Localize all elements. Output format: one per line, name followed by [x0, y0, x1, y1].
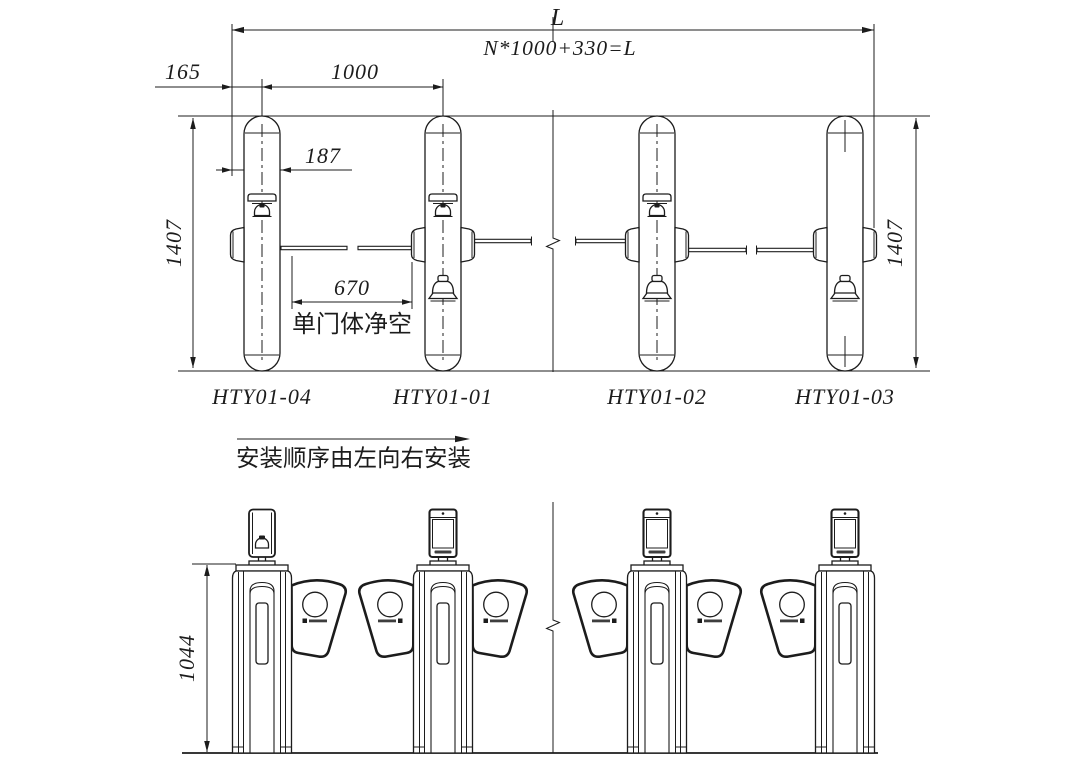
dim-L-value: L — [550, 5, 565, 31]
unit-labels: HTY01-04 HTY01-01 HTY01-02 HTY01-03 — [211, 384, 895, 409]
dimension-total-length: L N*1000+330=L — [232, 5, 874, 60]
plan-post-hty01-04 — [229, 115, 281, 372]
extension-lines — [178, 24, 930, 372]
dimension-clear-opening: 670 单门体净空 — [292, 275, 412, 338]
pedestal-column — [814, 564, 876, 754]
dimension-depth-left: 1407 — [161, 118, 196, 368]
unit-label-4: HTY01-03 — [794, 384, 895, 409]
dim-depth-left-value: 1407 — [161, 219, 186, 267]
pedestal-column — [626, 564, 688, 754]
unit-label-3: HTY01-02 — [606, 384, 707, 409]
flap-housing-right — [460, 226, 476, 263]
plan-post-hty01-03 — [812, 115, 878, 372]
unit-label-2: HTY01-01 — [392, 384, 493, 409]
face-terminal-device — [642, 508, 672, 568]
dim-lane-pitch-value: 1000 — [331, 59, 379, 84]
dim-height-value: 1044 — [174, 634, 199, 682]
dim-depth-right-value: 1407 — [882, 219, 907, 267]
pedestal-column — [412, 564, 474, 754]
install-note-text: 安装顺序由左向右安装 — [236, 444, 471, 472]
dim-length-formula: N*1000+330=L — [482, 36, 636, 60]
dim-clear-opening-label: 单门体净空 — [292, 310, 412, 338]
unit-label-1: HTY01-04 — [211, 384, 312, 409]
plan-view: L N*1000+330=L 165 1000 187 1407 — [155, 5, 930, 409]
pedestal-column — [231, 564, 293, 754]
post-capsule — [826, 115, 864, 372]
dimension-165-1000: 165 1000 — [155, 59, 443, 90]
front-view: 1044 — [174, 502, 878, 754]
dim-cabinet-width-value: 187 — [305, 143, 341, 168]
face-terminal-device — [830, 508, 860, 568]
plan-post-hty01-01 — [410, 115, 476, 372]
qr-reader-device — [248, 508, 276, 567]
plan-post-hty01-02 — [624, 115, 690, 372]
flap-housing-left — [410, 226, 426, 263]
dim-edge-offset-value: 165 — [165, 59, 201, 84]
right-arrow-icon — [455, 435, 470, 443]
front-break-line — [545, 502, 561, 753]
dim-clear-opening-value: 670 — [334, 275, 370, 300]
flap-housing-right — [674, 226, 690, 263]
flap-housing-left — [624, 226, 640, 263]
flap-housing-left — [229, 226, 245, 263]
flap-housing-left — [812, 226, 828, 263]
dimension-height: 1044 — [174, 563, 236, 752]
install-note: 安装顺序由左向右安装 — [236, 435, 471, 472]
dimension-depth-right: 1407 — [882, 118, 919, 368]
flap-housing-right — [862, 226, 878, 263]
dimension-cabinet-width: 187 — [216, 143, 352, 173]
face-terminal-device — [428, 508, 458, 568]
